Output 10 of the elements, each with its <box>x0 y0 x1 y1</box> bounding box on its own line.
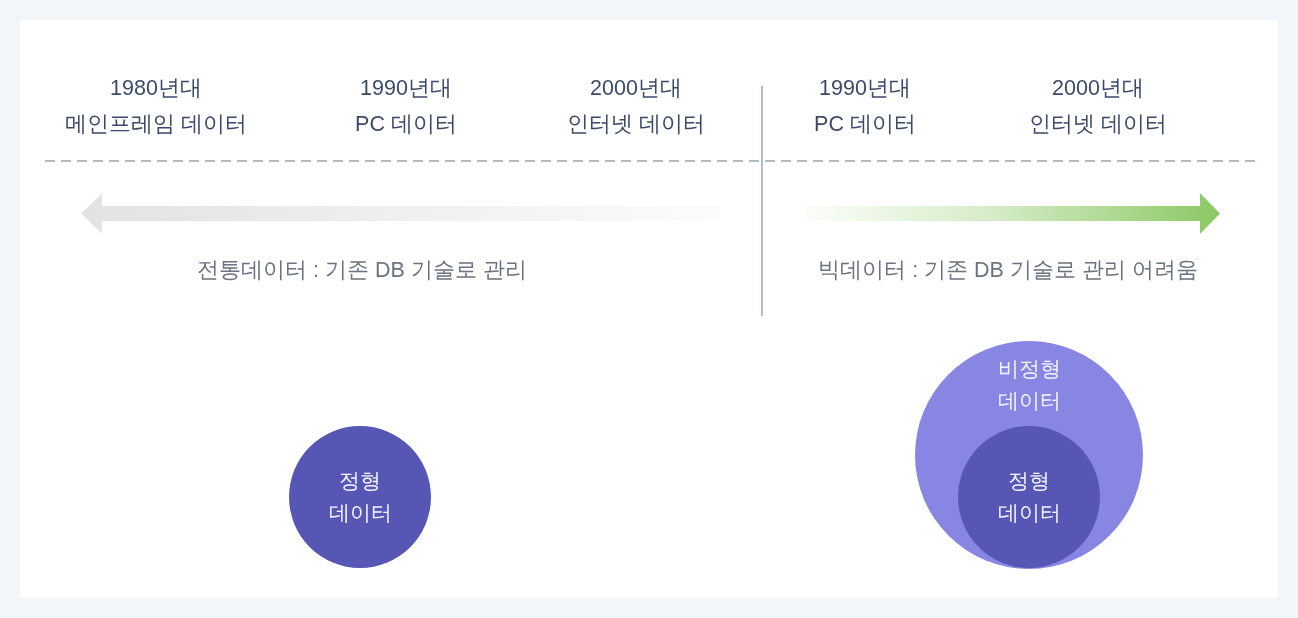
circle-label: 비정형 데이터 <box>996 356 1062 414</box>
timeline-label: 1980년대 메인프레임 데이터 <box>64 75 248 138</box>
circle-label: 정형 데이터 <box>327 468 393 526</box>
timeline-label: 1990년대 PC 데이터 <box>813 75 917 138</box>
timeline-label: 2000년대 인터넷 데이터 <box>566 75 706 138</box>
timeline-label: 2000년대 인터넷 데이터 <box>1028 75 1168 138</box>
caption-text: 빅데이터 : 기존 DB 기술로 관리 어려움 <box>818 257 1198 284</box>
timeline-label: 1990년대 PC 데이터 <box>354 75 458 138</box>
circle-label: 정형 데이터 <box>996 468 1062 526</box>
caption-text: 전통데이터 : 기존 DB 기술로 관리 <box>197 257 527 284</box>
